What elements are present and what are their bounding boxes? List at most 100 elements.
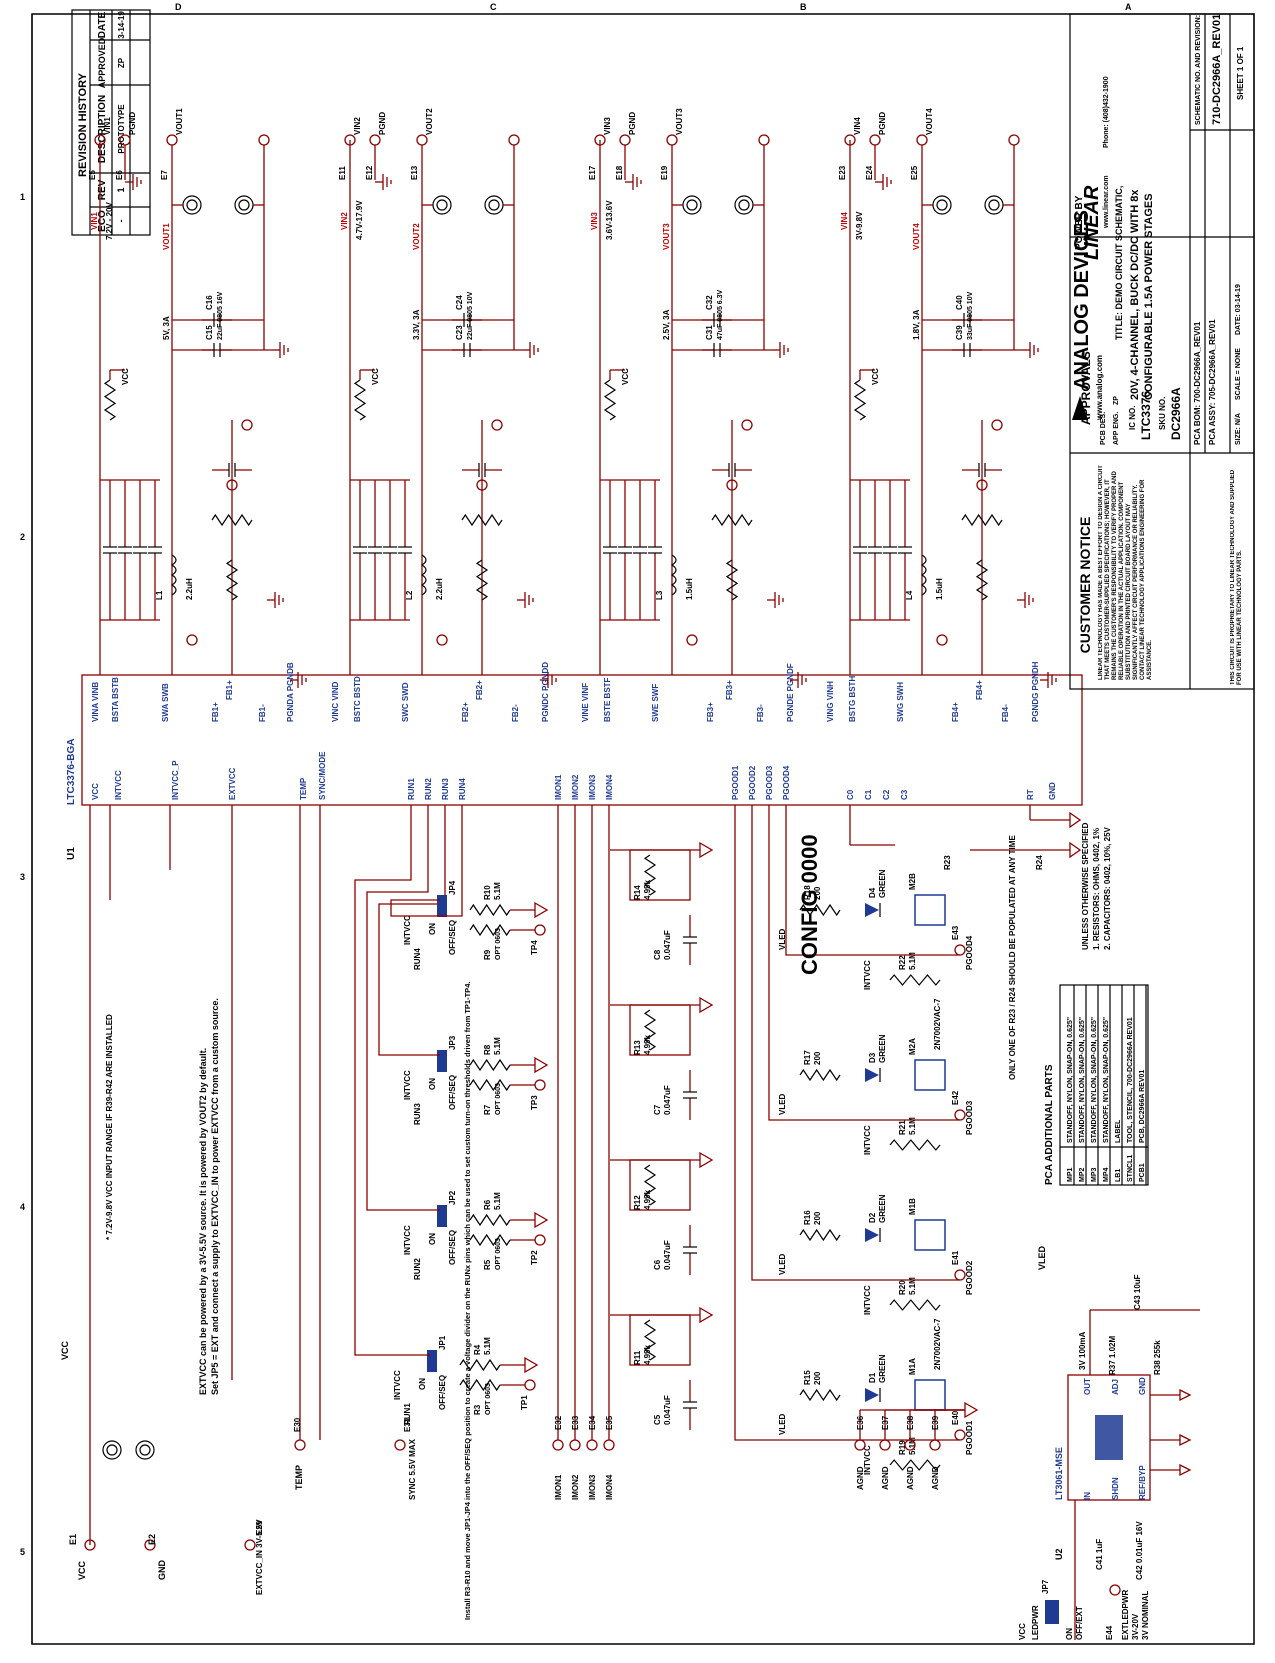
ic-bottom-pin-label: GND — [1048, 782, 1057, 800]
vout-net-label: VOUT4 — [912, 223, 921, 250]
sw-testpoint — [686, 634, 698, 646]
ic-bottom-pin-label: EXTVCC — [228, 767, 237, 800]
ldo-c42: C42 0.01uF 16V — [1135, 1521, 1144, 1580]
jumper-on-label: ON — [428, 1078, 437, 1090]
vin-terminal-label: VIN4 — [853, 117, 862, 135]
mosfet-ref: M1B — [908, 1198, 917, 1215]
fb-pin-label: FB4+ — [975, 680, 984, 700]
zone-label-a: A — [1125, 2, 1132, 12]
jumper-on-label: ON — [428, 923, 437, 935]
output-cap-ref: C31 — [705, 325, 714, 340]
mosfet-icon — [914, 1379, 946, 1411]
vin-range: 4.7V-17.9V — [355, 200, 364, 240]
ic-top-pin-label: VINE VINF — [581, 683, 590, 722]
pgood-terminal-label: PGOOD1 — [965, 1420, 974, 1455]
rev-header-eco: ECO — [97, 210, 108, 232]
zone-label-4: 4 — [20, 1202, 25, 1212]
jumper-body — [427, 1350, 437, 1372]
vin-range: 3V-9.8V — [855, 211, 864, 240]
agnd-terminal-ref: E38 — [906, 1415, 915, 1430]
vcc-net-label: VCC — [371, 368, 380, 385]
ic-top-pin-label: BSTG BSTH — [848, 676, 857, 722]
r23-r24-note: ONLY ONE OF R23 / R24 SHOULD BE POPULATE… — [1008, 835, 1017, 1080]
vcc-opt-resistor — [103, 379, 117, 421]
ldo-c41: C41 1uF — [1095, 1539, 1104, 1570]
vout-rating: 5V, 3A — [162, 316, 171, 340]
sw-testpoint — [186, 634, 198, 646]
pca-bom: PCA BOM: 700-DC2966A_REV01 — [1193, 321, 1202, 445]
imon-terminal-ref: E33 — [571, 1415, 580, 1430]
size-label: SIZE: N/A — [1235, 413, 1242, 445]
vout-banana-jack — [182, 195, 202, 215]
ldo-r38: R38 255k — [1153, 1340, 1162, 1375]
fet-part-label-1: 2N7002VAC-7 — [933, 1318, 942, 1370]
imon-terminal-ref: E32 — [554, 1415, 563, 1430]
led-icon — [865, 1228, 879, 1242]
run-ground — [534, 901, 549, 919]
run-resistor-bot — [469, 1078, 511, 1092]
ic-bottom-pin-label: C3 — [900, 789, 909, 800]
pgood-led-resistor-ref: R16 — [803, 1210, 812, 1225]
run-resistor-bot-ref: R9 — [483, 949, 492, 960]
zone-label-c: C — [490, 2, 497, 12]
pgnd-terminal — [869, 134, 881, 146]
output-cap-ground — [272, 342, 289, 358]
fb-ground — [517, 592, 534, 608]
rt-network: R23 R24 — [849, 805, 1082, 870]
vout-rating: 3.3V, 3A — [412, 309, 421, 340]
ic-top-pin-label: FB3+ — [706, 702, 715, 722]
imon-terminal-ref: E34 — [588, 1415, 597, 1430]
run-resistor-bot-ref: R5 — [483, 1259, 492, 1270]
ldo-c43: C43 10uF — [1133, 1274, 1142, 1310]
pgnd-terminal — [619, 134, 631, 146]
vout-net-label: VOUT2 — [412, 223, 421, 250]
ic-bottom-pin-label: INTVCC_P — [171, 760, 180, 800]
pgnd-ground-ic — [540, 672, 557, 688]
ldo-pin-shdn: SHDN — [1111, 1477, 1120, 1500]
ic-u1-ref: U1 — [66, 847, 77, 860]
imon-terminal-label: IMON4 — [605, 1474, 614, 1500]
pgood-terminal-ref: E43 — [951, 925, 960, 940]
pgood-pullup-ref: R22 — [898, 955, 907, 970]
pgnd-terminal-ref: E12 — [365, 165, 374, 180]
pgood-led-resistor — [799, 1388, 841, 1402]
pgnd-terminal-label: PGND — [878, 112, 887, 135]
jp7-ledpwr: LEDPWR — [1031, 1605, 1040, 1640]
vout-terminal-ref: E19 — [660, 165, 669, 180]
vout-rating: 1.8V, 3A — [912, 309, 921, 340]
run-testpoint-ref: TP4 — [530, 940, 539, 955]
ic-bottom-pin-label: VCC — [91, 783, 100, 800]
imon-terminal-label: IMON3 — [588, 1474, 597, 1500]
adi-website: www.analog.com — [1095, 355, 1104, 421]
notice-body: LINEAR TECHNOLOGY HAS MADE A BEST EFFORT… — [1098, 465, 1153, 680]
e44-ext: EXTLEDPWR — [1121, 1590, 1130, 1640]
output-cap-value: 33uF 0805 10V — [967, 291, 974, 340]
run-resistor-bot-ref: R7 — [483, 1104, 492, 1115]
pgood-pullup-ref: R20 — [898, 1280, 907, 1295]
fb-testpoint — [476, 479, 488, 491]
app-eng-value: ZP — [1113, 396, 1120, 405]
pgood-led-resistor — [799, 903, 841, 917]
run-testpoint-ref: TP1 — [520, 1395, 529, 1410]
ic-bottom-pin-label: C2 — [882, 789, 891, 800]
ic-top-pin-label: FB3- — [756, 704, 765, 722]
fb-pin-label: FB2+ — [475, 680, 484, 700]
run-resistor-top-value: 5.1M — [483, 1337, 492, 1355]
ldo-pin-refbyp: REF/BYP — [1138, 1465, 1147, 1500]
fb-resistor-bot — [475, 559, 489, 601]
imon-cap-ref: C8 — [653, 949, 662, 960]
vout-net-label: VOUT1 — [162, 223, 171, 250]
agnd-terminal-label: AGND — [856, 1466, 865, 1490]
zone-label-1: 1 — [20, 192, 25, 202]
e2-gnd-label: GND — [157, 1560, 167, 1581]
rev-header-approved: APPROVED — [97, 37, 107, 88]
